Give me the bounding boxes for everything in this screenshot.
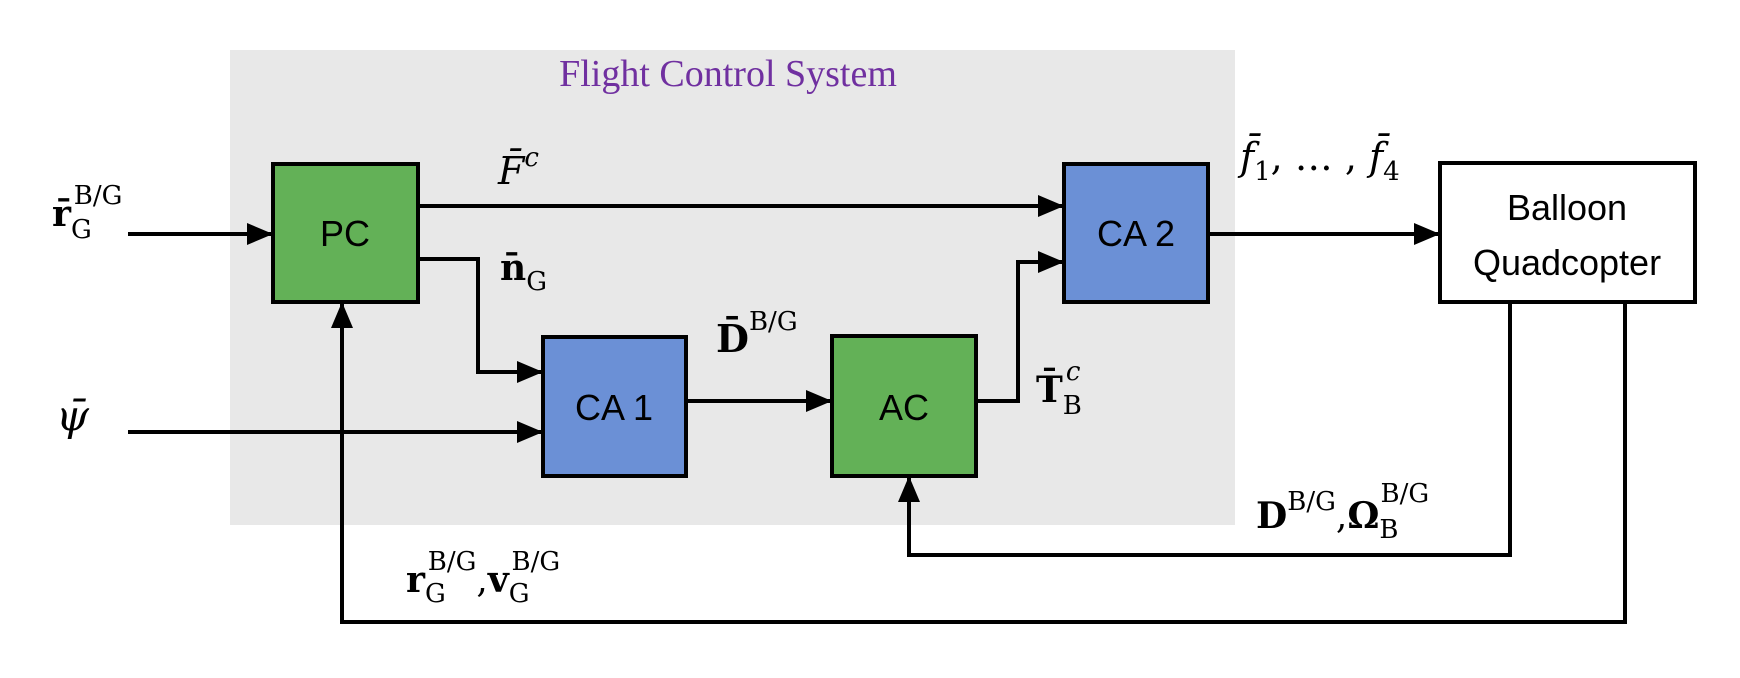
block-plant-box <box>1438 161 1697 304</box>
block-pc-label: PC <box>320 213 370 254</box>
wire-t-command <box>976 251 1064 403</box>
wire-n-g <box>418 257 543 383</box>
block-ac: AC <box>830 334 978 478</box>
signal-wires <box>128 195 1627 624</box>
block-ca2-label: CA 2 <box>1097 213 1175 254</box>
wire-attitude-feedback <box>898 302 1512 557</box>
label-psi-ref: ψ̄ <box>56 391 90 440</box>
block-ca2-box <box>1062 162 1210 304</box>
block-ca1: CA 1 <box>541 335 688 478</box>
label-rotor-forces: f̄1, … , f̄4 <box>1237 134 1400 187</box>
label-position-feedback: rGB/G,vGB/G <box>406 547 560 609</box>
block-ca1-box <box>541 335 688 478</box>
label-attitude-feedback: DB/G,ΩBB/G <box>1256 479 1429 545</box>
block-plant-label-line1: Balloon <box>1507 187 1627 228</box>
label-d-ref: D̄B/G <box>716 307 798 361</box>
label-r-ref: r̄GB/G <box>52 181 122 245</box>
block-plant: Balloon Quadcopter <box>1438 161 1697 304</box>
label-force-command: F̄c <box>497 143 539 193</box>
block-ca2: CA 2 <box>1062 162 1210 304</box>
wire-position-feedback <box>331 302 1627 624</box>
block-ac-box <box>830 334 978 478</box>
label-n-g: n̄G <box>500 247 547 297</box>
block-plant-label-line2: Quadcopter <box>1473 242 1661 283</box>
label-t-command: T̄Bc <box>1036 357 1082 421</box>
block-ca1-label: CA 1 <box>575 387 653 428</box>
block-pc: PC <box>271 162 420 304</box>
block-ac-label: AC <box>879 387 929 428</box>
block-pc-box <box>271 162 420 304</box>
region-title: Flight Control System <box>559 53 897 95</box>
